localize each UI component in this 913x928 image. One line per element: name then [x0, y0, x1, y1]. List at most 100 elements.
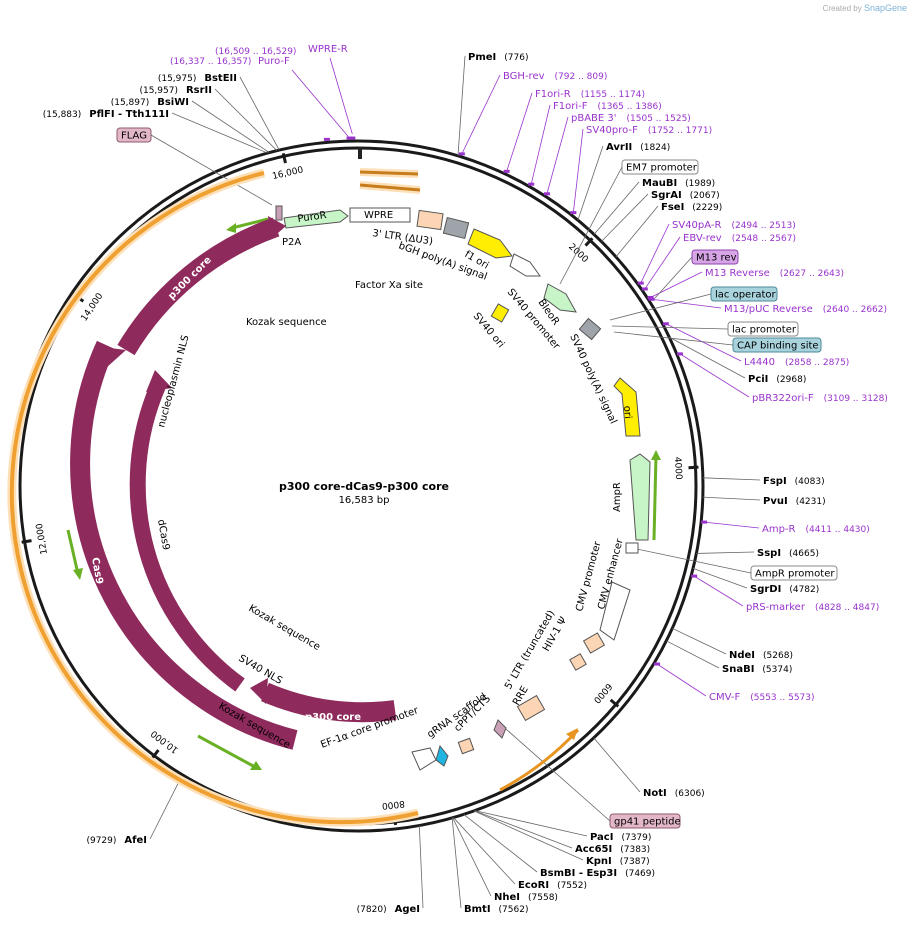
feature-label[interactable]: ori: [621, 405, 633, 419]
site-name: BstEII: [204, 73, 237, 84]
primer-label[interactable]: BGH-rev(792 .. 809): [503, 71, 607, 82]
site-label[interactable]: SspI(4665): [757, 548, 819, 559]
primer-label[interactable]: (16,509 .. 16,529)Puro-F: [215, 47, 296, 67]
primer-label[interactable]: F1ori-F(1365 .. 1386): [553, 101, 662, 112]
site-label[interactable]: AvrII(1824): [606, 142, 670, 153]
primer-label[interactable]: M13 Reverse(2627 .. 2643): [705, 268, 844, 279]
site-name: SnaBI: [722, 664, 754, 675]
feature-label[interactable]: p300 core: [305, 712, 361, 723]
p2a-feature[interactable]: [275, 205, 283, 221]
primer-label[interactable]: SV40pA-R(2494 .. 2513): [672, 220, 796, 231]
tick-mark: [21, 539, 32, 544]
ori-feature[interactable]: [613, 377, 641, 437]
primer-label[interactable]: Amp-R(4411 .. 4430): [762, 524, 870, 535]
primer-mark: [701, 520, 708, 524]
feature-label[interactable]: dCas9: [155, 519, 171, 551]
primer-label[interactable]: M13/pUC Reverse(2640 .. 2662): [724, 304, 887, 315]
site-label[interactable]: PvuI(4231): [763, 496, 826, 507]
primers-layer: WPRE-R (16,509 .. 16,529)Puro-F(16,337 ..…: [116, 44, 888, 829]
site-label[interactable]: BmtI(7562): [464, 904, 528, 915]
site-label[interactable]: NotI(6306): [643, 788, 705, 799]
site-label[interactable]: BsmBI - Esp3I(7469): [540, 868, 655, 879]
feature-label[interactable]: Kozak sequence: [247, 603, 322, 653]
site-name: PflFI - Tth111I: [89, 109, 169, 120]
site-label[interactable]: NdeI(5268): [729, 650, 793, 661]
site-label[interactable]: (15,883) PflFI - Tth111I: [43, 109, 169, 120]
boxed-leader: [559, 166, 623, 285]
site-label[interactable]: (15,957)RsrII: [139, 85, 212, 96]
orange-lower-head: [566, 728, 578, 740]
site-label[interactable]: FspI(4083): [763, 476, 825, 487]
site-label[interactable]: (15,897)BsiWI: [111, 97, 189, 108]
site-label[interactable]: SgrDI(4782): [750, 584, 819, 595]
primer-label[interactable]: F1ori-R(1155 .. 1174): [535, 89, 645, 100]
ef1a-feature[interactable]: [411, 747, 437, 771]
bleor-feature[interactable]: [543, 283, 577, 313]
site-label[interactable]: Acc65I(7383): [575, 844, 650, 855]
primer-leader: [640, 223, 670, 284]
feature-label[interactable]: gRNA scaffold: [425, 691, 488, 740]
sv40-pa-feature[interactable]: [578, 317, 602, 341]
site-label[interactable]: SnaBI(5374): [722, 664, 792, 675]
feature-label[interactable]: Cas9: [89, 557, 105, 586]
snapgene-brand[interactable]: SnapGene: [863, 3, 907, 13]
primer-leader: [461, 74, 501, 155]
site-label[interactable]: PacI(7379): [590, 832, 651, 843]
ampr-promoter-feature[interactable]: [625, 542, 639, 554]
site-label[interactable]: MauBI(1989): [642, 178, 715, 189]
site-label[interactable]: SgrAI(2067): [651, 190, 720, 201]
feature-label[interactable]: AmpR: [612, 482, 623, 512]
f1-ori-feature[interactable]: [467, 228, 513, 259]
hiv-psi-feature[interactable]: [569, 653, 587, 671]
rre-feature[interactable]: [516, 694, 546, 722]
sv40-ori-feature[interactable]: [490, 303, 510, 323]
primer-pos: (2640 .. 2662): [823, 305, 887, 315]
feature-label[interactable]: WPRE: [364, 210, 393, 221]
feature-label[interactable]: SV40 poly(A) signal: [567, 333, 618, 426]
site-leader: [191, 100, 270, 153]
wpre-feature[interactable]: [349, 207, 411, 223]
ltr5-feature[interactable]: [582, 632, 606, 654]
site-pos: (7383): [620, 845, 650, 855]
site-label[interactable]: (9729)AfeI: [86, 835, 147, 846]
feature-label[interactable]: Kozak sequence: [246, 317, 327, 328]
site-label[interactable]: KpnI(7387): [586, 856, 650, 867]
ltr3-feature[interactable]: [416, 209, 444, 231]
puror-feature[interactable]: [283, 209, 349, 229]
primer-leader: [644, 236, 681, 290]
feature-label[interactable]: PuroR: [297, 210, 327, 225]
site-pos: (7558): [528, 893, 558, 903]
site-label[interactable]: FseI(2229): [661, 202, 722, 213]
cmv-enhancer-feature[interactable]: [599, 581, 631, 641]
primer-label[interactable]: (16,337 .. 16,357): [170, 57, 251, 67]
feature-label[interactable]: P2A: [282, 237, 301, 248]
site-label[interactable]: NheI(7558): [494, 892, 558, 903]
primer-label[interactable]: L4440(2858 .. 2875): [744, 357, 849, 368]
cppt-feature[interactable]: [457, 737, 475, 755]
gp41-feature[interactable]: [493, 719, 507, 739]
feature-label[interactable]: Factor Xa site: [355, 280, 423, 291]
site-pos: (15,883): [43, 110, 82, 120]
primer-label[interactable]: pBABE 3'(1505 .. 1525): [571, 113, 691, 124]
primer-pos: (2548 .. 2567): [732, 234, 796, 244]
site-label[interactable]: (15,975)BstEII: [158, 73, 237, 84]
bgh-feature[interactable]: [442, 216, 470, 240]
grna-scaffold-feature[interactable]: [435, 744, 449, 767]
site-label[interactable]: EcoRI(7552): [518, 880, 587, 891]
primer-label[interactable]: SV40pro-F(1752 .. 1771): [586, 125, 712, 136]
primer-label[interactable]: pBR322ori-F(3109 .. 3128): [752, 393, 888, 404]
primer-pos: (1505 .. 1525): [627, 114, 691, 124]
site-label[interactable]: (7820)AgeI: [357, 904, 420, 915]
primer-label[interactable]: WPRE-R: [308, 44, 348, 55]
tick-label: 10,000: [149, 728, 180, 755]
feature-label[interactable]: SV40 NLS: [237, 653, 285, 687]
site-leader: [474, 810, 588, 837]
primer-leader: [704, 521, 760, 529]
sv40-promoter-feature[interactable]: [509, 253, 541, 277]
primer-label[interactable]: EBV-rev(2548 .. 2567): [683, 233, 796, 244]
site-label[interactable]: PmeI(776): [468, 52, 528, 63]
primer-label[interactable]: pRS-marker(4828 .. 4847): [746, 602, 879, 613]
ampr-feature[interactable]: [629, 453, 651, 541]
site-label[interactable]: PciI(2968): [748, 374, 806, 385]
primer-label[interactable]: CMV-F(5553 .. 5573): [709, 692, 815, 703]
